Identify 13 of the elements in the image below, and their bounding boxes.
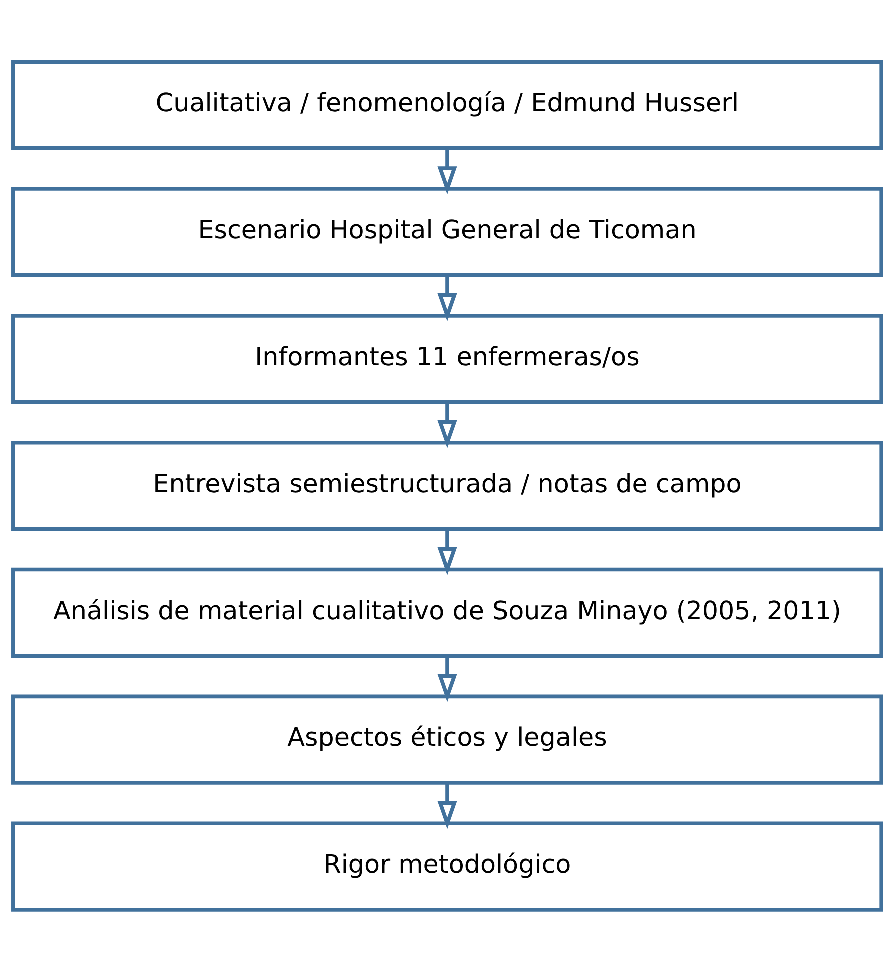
node-box: Entrevista semiestructurada / notas de campo [12,440,884,532]
node-box: Aspectos éticos y legales [12,694,884,785]
node-box: Análisis de material cualitativo de Souza Minayo (2005, 2011) [12,568,884,658]
node-box: Informantes 11 enfermeras/os [12,314,884,404]
arrow [438,656,458,702]
node-box: Rigor metodológico [12,822,884,912]
arrow [438,276,458,322]
arrow [438,783,458,830]
node-box: Escenario Hospital General de Ticoman [12,187,884,278]
arrow [438,148,458,195]
node-box: Cualitativa / fenomenología / Edmund Husserl [12,60,884,150]
arrow [438,529,458,576]
arrow [438,402,458,448]
